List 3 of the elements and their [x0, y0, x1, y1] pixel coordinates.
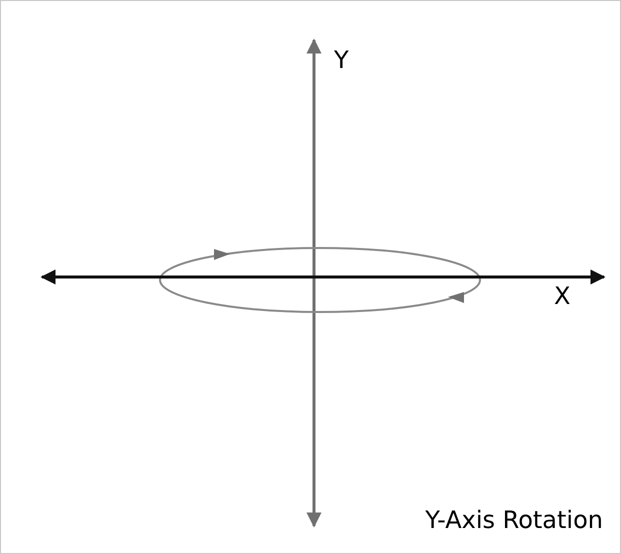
- axis-label: X: [554, 284, 570, 308]
- axis-label: Y: [334, 48, 349, 72]
- caption: Y-Axis Rotation: [425, 508, 603, 532]
